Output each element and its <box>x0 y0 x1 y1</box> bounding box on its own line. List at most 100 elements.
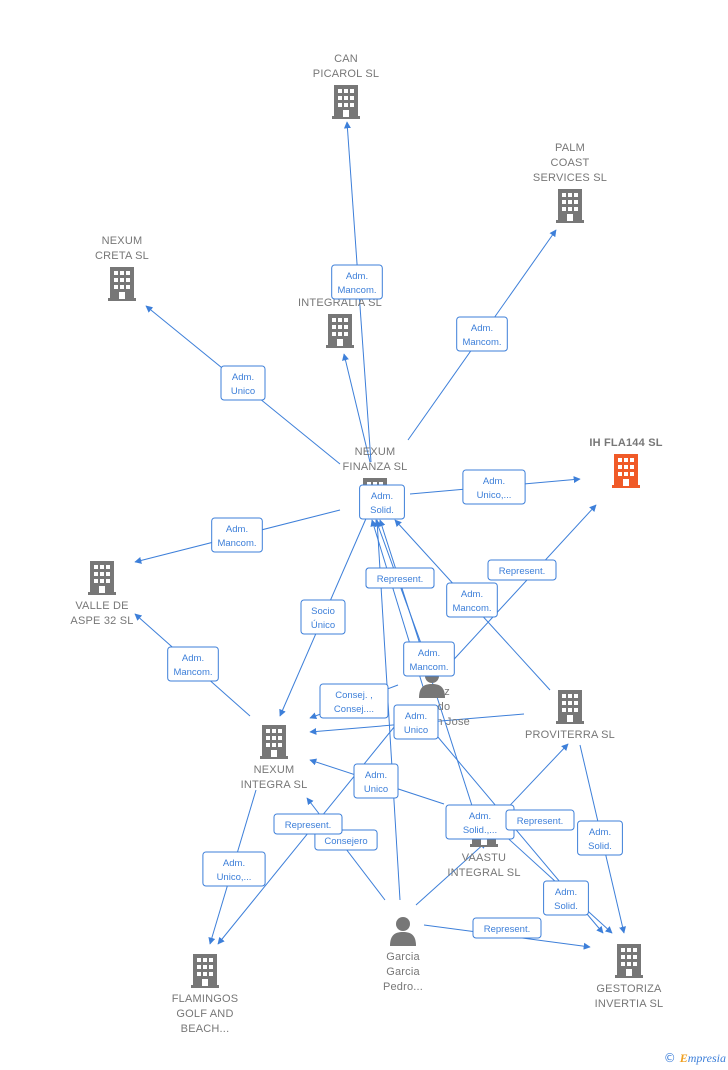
edge-label-vaastu-to-nexum_integra[interactable]: Adm.Unico <box>353 763 399 799</box>
node-proviterra[interactable]: PROVITERRA SL <box>525 690 615 741</box>
building-icon <box>326 314 354 348</box>
edge-label-box <box>314 829 378 851</box>
edge-label-vaastu-to-proviterra[interactable]: Adm.Solid.,... <box>445 804 515 840</box>
edge-label-proviterra-to-gestoriza[interactable]: Adm.Solid. <box>577 820 623 856</box>
node-label: INVERTIA SL <box>595 998 664 1010</box>
edge-label-text: Mancom. <box>217 538 256 549</box>
edge-label-nexum_finanza-to-valle_aspe[interactable]: Adm. Mancom. <box>211 517 263 553</box>
edge-label-text: Único <box>311 620 335 631</box>
building-icon <box>191 954 219 988</box>
edge-label-box <box>202 851 266 887</box>
edge-label-text: Mancom. <box>452 603 491 614</box>
edge-label-box <box>319 683 389 719</box>
edge-label-text: Mancom. <box>337 285 376 296</box>
building-icon <box>108 267 136 301</box>
edge-label-nexum_finanza-to-nexum_creta[interactable]: Adm.Unico <box>220 365 266 401</box>
edge-label-person_juan_jose-to-flamingos[interactable]: Represent. <box>273 813 343 835</box>
edge-label-text: Represent. <box>499 566 545 577</box>
edge-garcia-to-vaastu <box>415 841 487 906</box>
node-label: IH FLA144 SL <box>589 437 662 449</box>
edge-label-nexum_finanza-to-palm_coast[interactable]: Adm.Mancom. <box>456 316 508 352</box>
edge-label-text: Consejero <box>324 836 367 847</box>
edge-label-text: Mancom. <box>409 662 448 673</box>
building-icon <box>88 561 116 595</box>
edge-label-box <box>167 646 219 682</box>
edge-label-box <box>403 641 455 677</box>
edge-label-proviterra-to-nexum_finanza[interactable]: Adm.Mancom. <box>446 582 498 618</box>
edge-label-box <box>446 582 498 618</box>
edge-label-text: Solid. <box>588 841 612 852</box>
edge-label-proviterra-to-nexum_integra[interactable]: Adm. Unico <box>393 704 439 740</box>
node-label: GESTORIZA <box>596 983 662 995</box>
edge-label-nexum_integra-to-flamingos[interactable]: Adm. Unico,... <box>202 851 266 887</box>
node-label: INTEGRAL SL <box>447 867 520 879</box>
node-label: do <box>438 701 451 713</box>
node-label: ASPE 32 SL <box>70 615 133 627</box>
edge-label-box <box>211 517 263 553</box>
edge-label-text: Unico,... <box>217 872 252 883</box>
edge-label-text: Represent. <box>517 816 563 827</box>
edge-label-box <box>456 316 508 352</box>
edge-label-text: Represent. <box>484 924 530 935</box>
building-icon <box>260 725 288 759</box>
edge-label-box <box>393 704 439 740</box>
node-label: NEXUM <box>102 235 143 247</box>
node-gestoriza[interactable]: GESTORIZA INVERTIA SL <box>595 944 664 1010</box>
edge-label-box <box>220 365 266 401</box>
edge-label-text: Adm. <box>418 648 440 659</box>
edge-label-text: Solid.,... <box>463 825 497 836</box>
edge-label-nexum_integra-to-valle_aspe[interactable]: Adm.Mancom. <box>167 646 219 682</box>
building-icon <box>332 85 360 119</box>
edge-label-text: Unico,... <box>477 490 512 501</box>
edge-label-person_juan_jose-to-ih_fla144[interactable]: Represent. <box>487 559 557 581</box>
edge-label-text: Solid. <box>554 901 578 912</box>
edge-label-box <box>300 599 346 635</box>
edge-label-text: Adm. <box>182 653 204 664</box>
edge-label-garcia-to-gestoriza[interactable]: Represent. <box>472 917 542 939</box>
brand-name: mpresia <box>687 1051 726 1065</box>
edge-label-text: Adm. <box>405 711 427 722</box>
edge-label-box <box>273 813 343 835</box>
edge-label-vaastu-to-gestoriza[interactable]: Represent. <box>505 809 575 831</box>
edge-label-box <box>462 469 526 505</box>
edge-label-person_juan_jose-to-nexum_integra[interactable]: Consej. ,Consej.... <box>319 683 389 719</box>
edge-label-text: Adm. <box>371 491 393 502</box>
node-label: CRETA SL <box>95 250 149 262</box>
edge-person_juan_jose-to-ih_fla144 <box>445 504 597 669</box>
edge-label-text: Consej. , <box>335 690 373 701</box>
edge-label-box <box>472 917 542 939</box>
brand-watermark: ©Empresia <box>664 1051 726 1066</box>
node-label: INTEGRA SL <box>241 779 308 791</box>
edge-label-person_juan_jose-to-nexum_finanza[interactable]: Represent. <box>365 567 435 589</box>
edge-label-text: Adm. <box>223 858 245 869</box>
node-nexum_creta[interactable]: NEXUM CRETA SL <box>95 235 149 301</box>
edge-label-person_juan_jose-to-gestoriza[interactable]: Adm.Solid. <box>543 880 589 916</box>
node-label: PALM <box>555 142 585 154</box>
node-label: INTEGRALIA SL <box>298 297 382 309</box>
edge-label-text: Unico <box>404 725 428 736</box>
edge-label-box <box>353 763 399 799</box>
node-label: FINANZA SL <box>343 461 408 473</box>
edge-label-box <box>543 880 589 916</box>
edge-label-person_juan_jose-to-nexum_finanza[interactable]: Adm.Solid. <box>359 484 405 520</box>
edge-label-text: Adm. <box>226 524 248 535</box>
edge-label-nexum_finanza-to-ih_fla144[interactable]: Adm.Unico,... <box>462 469 526 505</box>
edge-label-garcia-to-nexum_finanza[interactable]: Adm. Mancom. <box>403 641 455 677</box>
node-label: PROVITERRA SL <box>525 729 615 741</box>
edge-label-garcia-to-nexum_integra[interactable]: Consejero <box>314 829 378 851</box>
edge-label-nexum_finanza-to-can_picarol[interactable]: Adm.Mancom. <box>331 264 383 300</box>
edge-nexum_finanza-to-ih_integralia <box>342 353 371 463</box>
node-ih_fla144[interactable]: IH FLA144 SL <box>589 437 663 488</box>
edge-label-text: Unico <box>231 386 255 397</box>
edge-label-text: Unico <box>364 784 388 795</box>
edge-label-text: Adm. <box>471 323 493 334</box>
node-garcia[interactable]: GarciaGarciaPedro... <box>383 917 423 993</box>
